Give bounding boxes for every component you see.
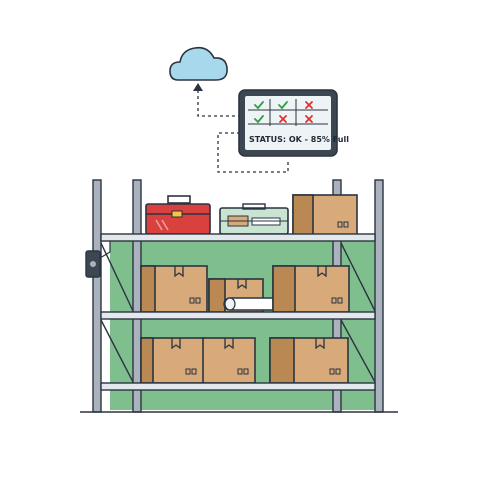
box-middle-left bbox=[140, 265, 208, 313]
cross-icon bbox=[305, 115, 313, 123]
connector-arrowhead bbox=[193, 83, 203, 91]
sensor-icon bbox=[85, 240, 111, 278]
box-middle-right bbox=[272, 265, 350, 313]
tool-case-icon bbox=[219, 203, 289, 235]
box-bottom-right bbox=[269, 337, 349, 384]
shelf-board-top bbox=[100, 233, 376, 242]
tablet-status-grid bbox=[248, 99, 328, 126]
check-icon bbox=[254, 101, 264, 110]
box-bottom-left bbox=[140, 337, 206, 384]
cloud-icon bbox=[169, 46, 228, 81]
box-top-right bbox=[292, 194, 358, 236]
shelf-board-middle bbox=[100, 311, 376, 320]
tablet-icon: STATUS: OK - 85% Full bbox=[238, 89, 349, 157]
cloud-tablet-connector bbox=[197, 90, 240, 117]
box-bottom-center bbox=[202, 337, 256, 384]
cross-icon bbox=[305, 101, 313, 109]
tablet-shelf-connector bbox=[217, 132, 289, 173]
check-icon bbox=[278, 101, 288, 110]
shelf-board-bottom bbox=[100, 382, 376, 391]
check-icon bbox=[254, 115, 264, 124]
tablet-status-cells bbox=[254, 101, 313, 124]
cross-icon bbox=[279, 115, 287, 123]
tablet-status-text: STATUS: OK - 85% Full bbox=[249, 135, 349, 144]
toolbox-icon bbox=[145, 195, 211, 235]
